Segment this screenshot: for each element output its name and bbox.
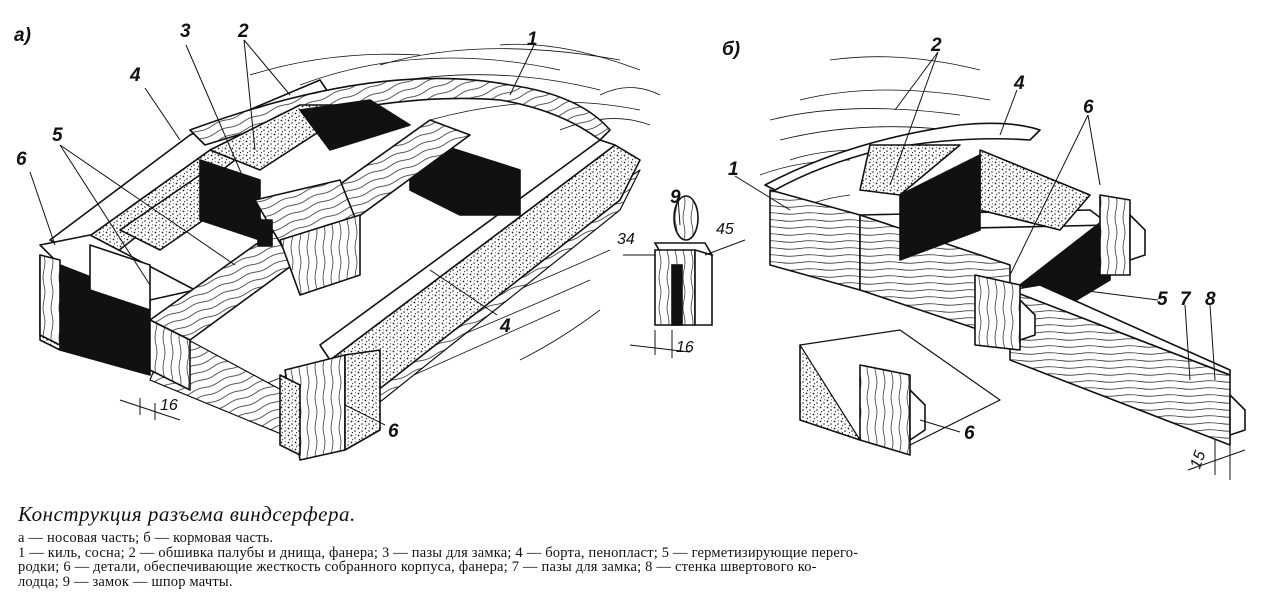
part-number-1b: 1 xyxy=(728,159,739,180)
stiffener-6a-side xyxy=(344,349,381,451)
part-number-6b: 6 xyxy=(388,421,399,442)
centerboard-wall-top xyxy=(1009,284,1231,376)
mast-step-side xyxy=(694,248,713,326)
caption-title: Конструкция разъема виндсерфера. xyxy=(18,502,356,526)
dimension-16-groove: 16 xyxy=(160,397,178,414)
bulkhead-b1 xyxy=(899,154,981,261)
mast-step-slot xyxy=(671,264,683,326)
leader-lines xyxy=(29,39,1216,433)
part-number-5: 5 xyxy=(52,125,63,146)
lock-groove xyxy=(257,219,273,247)
keel-b-left xyxy=(769,189,861,291)
part-number-6: 6 xyxy=(16,149,27,170)
part-number-9: 9 xyxy=(670,187,681,208)
part-number-4: 4 xyxy=(130,65,141,86)
part-number-2: 2 xyxy=(238,21,249,42)
caption-line: а — носовая часть; б — кормовая часть. xyxy=(18,530,274,546)
deck-plywood-b xyxy=(764,122,1041,191)
centerboard-wall xyxy=(1009,289,1231,446)
dimension-45: 45 xyxy=(716,221,734,238)
caption-line: 1 — киль, сосна; 2 — обшивка палубы и дн… xyxy=(18,544,859,561)
dimension-16-a xyxy=(119,398,181,421)
bulkhead-a1 xyxy=(199,159,261,241)
part-number-3: 3 xyxy=(180,21,191,42)
dimension-16-mast: 16 xyxy=(676,339,694,356)
stiffener-6-left xyxy=(39,254,61,346)
mast-step-lock xyxy=(623,195,746,358)
panel-a-label: а) xyxy=(14,25,31,46)
caption-line: родки; 6 — детали, обеспечивающие жестко… xyxy=(18,559,817,575)
part-number-5b: 5 xyxy=(1157,289,1168,310)
caption-line: лодца; 9 — замок — шпор мачты. xyxy=(18,573,233,590)
caption-legend: а — носовая часть; б — кормовая часть. 1… xyxy=(18,531,1253,589)
windsurfer-joint-drawing xyxy=(29,39,1246,480)
part-number-1: 1 xyxy=(527,29,538,50)
stiffener-6b-tab xyxy=(909,389,926,441)
keel-front xyxy=(149,319,191,391)
panel-b-label: б) xyxy=(722,39,741,60)
centerboard-tab xyxy=(1229,394,1246,436)
panel-a-bow-section xyxy=(39,43,661,461)
part-number-2b: 2 xyxy=(931,35,942,56)
part-number-4b: 4 xyxy=(500,316,511,337)
part-number-6d: 6 xyxy=(964,423,975,444)
panel-b-stern-section xyxy=(759,56,1246,480)
lock-block-face xyxy=(279,214,361,296)
right-stiffener-b xyxy=(1099,194,1131,276)
dimension-15-b xyxy=(1187,440,1246,480)
part-number-6c: 6 xyxy=(1083,97,1094,118)
dimension-34: 34 xyxy=(617,231,635,248)
stiffener-6b xyxy=(859,364,911,456)
lock-block-b-tab xyxy=(1019,299,1036,341)
mast-step-knob xyxy=(673,195,699,241)
mast-step-dims xyxy=(623,239,746,358)
right-stiffener-b-tab xyxy=(1129,214,1146,261)
part-number-8: 8 xyxy=(1205,289,1216,310)
figure-caption: Конструкция разъема виндсерфера. а — нос… xyxy=(18,502,1253,589)
lock-block-b xyxy=(974,274,1021,351)
part-number-4c: 4 xyxy=(1014,73,1025,94)
bulkhead-a2 xyxy=(299,99,411,151)
part-number-7: 7 xyxy=(1180,289,1191,310)
stiffener-6a-foam xyxy=(279,374,301,456)
